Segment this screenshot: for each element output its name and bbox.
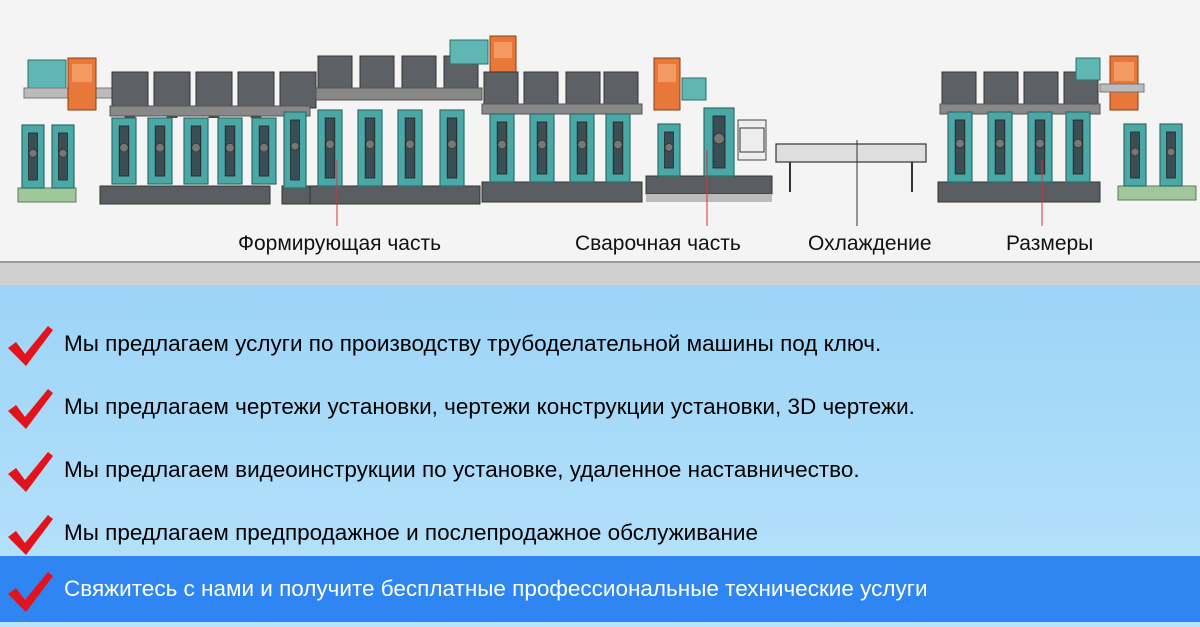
gear-box [941, 71, 977, 107]
roll [191, 142, 201, 153]
label-sizing-section: Размеры [1006, 232, 1094, 255]
roll [1166, 147, 1176, 157]
cooling-trough [775, 143, 927, 163]
roll [664, 143, 674, 152]
machine-base [937, 181, 1101, 203]
roll [537, 139, 547, 150]
machine-base [645, 175, 773, 195]
motor-icon [681, 77, 707, 101]
roll [28, 148, 38, 158]
gear-box [483, 71, 519, 107]
feature-item: Мы предлагаем услуги по производству тру… [0, 318, 1200, 374]
roll [119, 142, 129, 153]
motor-icon [1075, 57, 1101, 81]
check-icon [8, 326, 53, 366]
welding-roll-frame [739, 127, 765, 153]
gear-rail [315, 87, 483, 101]
roll [1073, 138, 1083, 149]
gearbox-highlight [658, 64, 676, 83]
roll [405, 139, 415, 149]
roll [325, 139, 335, 149]
welding-frame [737, 119, 767, 161]
machine-base [281, 185, 311, 205]
gear-box [111, 71, 149, 109]
welding-base-lower [646, 194, 772, 202]
roll [290, 141, 300, 151]
roll [365, 139, 375, 149]
roll [58, 148, 68, 158]
roll [259, 142, 269, 153]
gear-box [153, 71, 191, 109]
motor-rail [1099, 83, 1145, 93]
gear-box [1023, 71, 1059, 107]
roll [225, 142, 235, 153]
motor-icon [449, 39, 489, 65]
check-icon [8, 389, 53, 429]
roll [447, 139, 457, 149]
feature-text: Мы предлагаем чертежи установки, чертежи… [64, 394, 915, 419]
gear-rail [481, 103, 643, 115]
feature-item: Мы предлагаем чертежи установки, чертежи… [0, 381, 1200, 437]
roll [613, 139, 623, 150]
features-panel: Мы предлагаем услуги по производству тру… [0, 285, 1200, 627]
roll [1035, 138, 1045, 149]
check-icon [8, 452, 53, 492]
mill-line-drawing [0, 35, 1200, 285]
motor-icon [27, 59, 67, 91]
gearbox-highlight [494, 42, 512, 59]
gear-rail [109, 105, 311, 117]
feature-item-highlighted[interactable]: Свяжитесь с нами и получите бесплатные п… [0, 556, 1200, 622]
gear-box [237, 71, 275, 109]
feature-text: Мы предлагаем предпродажное и послепрода… [64, 520, 758, 545]
gear-box [401, 55, 437, 91]
label-welding-section: Сварочная часть [575, 232, 741, 255]
label-forming-section: Формирующая часть [238, 232, 442, 255]
pipe-mill-diagram: Формирующая часть Сварочная часть Охлажд… [0, 0, 1200, 285]
feature-text: Мы предлагаем видеоинструкции по установ… [64, 457, 860, 482]
roll [995, 138, 1005, 149]
label-cooling-section: Охлаждение [808, 232, 932, 255]
floor-strip [0, 262, 1200, 285]
check-icon [8, 572, 53, 612]
gearbox-highlight [1114, 62, 1134, 81]
feature-item: Мы предлагаем видеоинструкции по установ… [0, 444, 1200, 500]
roll [1130, 147, 1140, 157]
roll [497, 139, 507, 150]
exit-base [1117, 185, 1197, 201]
machine-base [309, 185, 481, 205]
roll [955, 138, 965, 149]
gear-box [359, 55, 395, 91]
machine-base [481, 181, 643, 203]
gear-box [565, 71, 601, 107]
gear-box [603, 71, 639, 107]
feature-text: Мы предлагаем услуги по производству тру… [64, 331, 882, 356]
machine-base [99, 185, 271, 205]
gear-box [279, 71, 317, 109]
gear-box [523, 71, 559, 107]
gear-box [195, 71, 233, 109]
roll [713, 132, 725, 145]
gear-box [317, 55, 353, 91]
feature-item: Мы предлагаем предпродажное и послепрода… [0, 507, 1200, 563]
roll [577, 139, 587, 150]
roll [155, 142, 165, 153]
gear-box [983, 71, 1019, 107]
uncoiler-base [17, 187, 77, 203]
gearbox-highlight [72, 64, 92, 83]
check-icon [8, 515, 53, 555]
gear-rail [939, 103, 1101, 115]
contact-cta-text: Свяжитесь с нами и получите бесплатные п… [64, 576, 928, 601]
